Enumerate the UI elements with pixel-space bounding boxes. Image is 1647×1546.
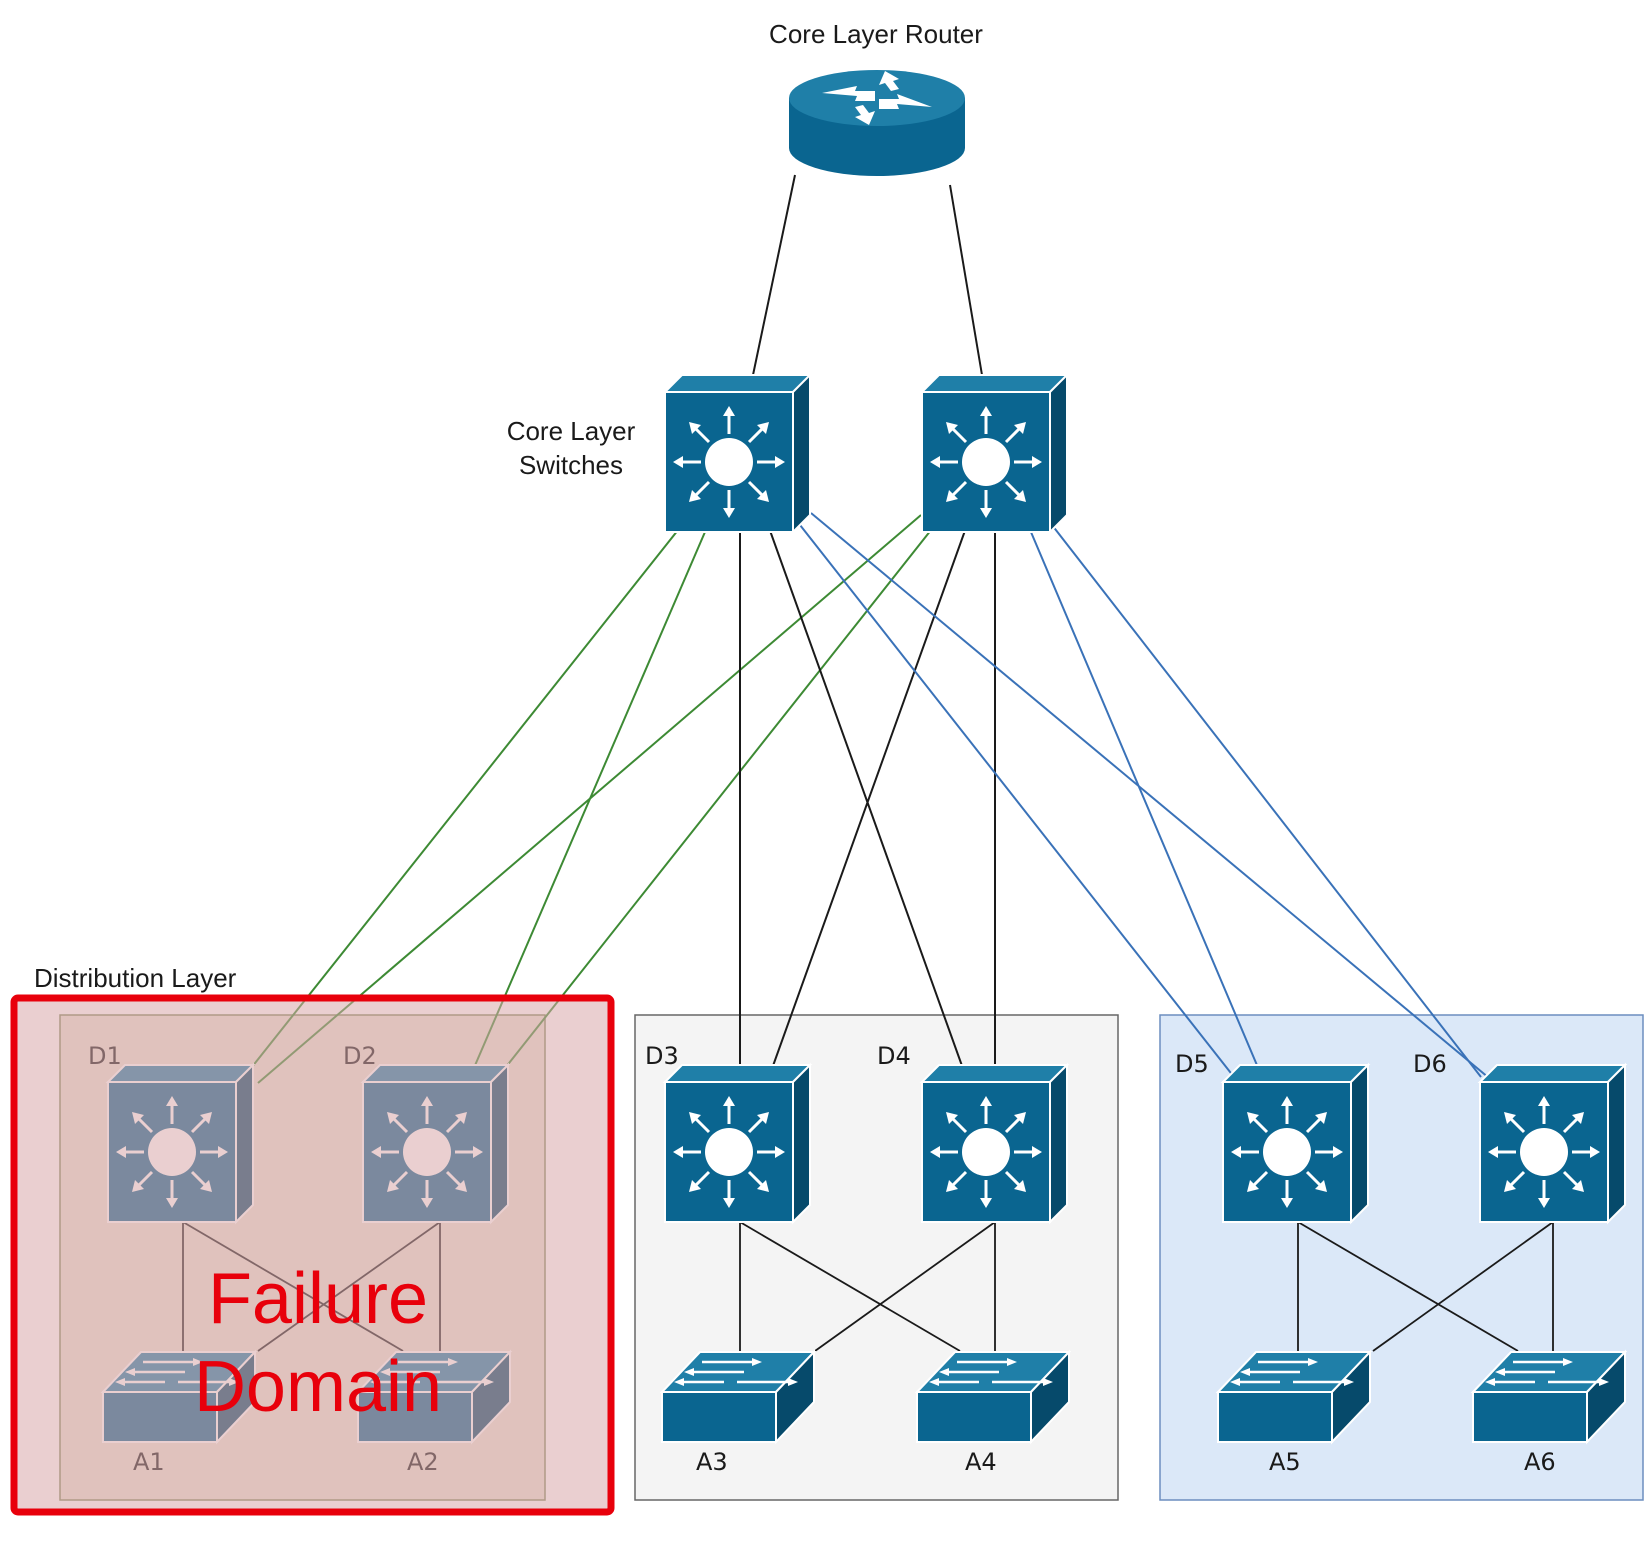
distribution-switch-d4-icon bbox=[920, 1063, 1069, 1224]
node-label-d5: D5 bbox=[1175, 1050, 1209, 1078]
node-label-d4: D4 bbox=[877, 1042, 911, 1070]
node-label-a5: A5 bbox=[1269, 1448, 1301, 1476]
core-router-icon bbox=[789, 70, 965, 176]
failure-domain-label-line1: Failure bbox=[208, 1259, 428, 1339]
distribution-layer-label: Distribution Layer bbox=[34, 963, 237, 993]
black-links bbox=[739, 524, 996, 1078]
failure-domain-box bbox=[10, 994, 615, 1516]
node-label-a3: A3 bbox=[696, 1448, 728, 1476]
distribution-switch-d3-icon bbox=[663, 1063, 812, 1224]
green-links bbox=[243, 514, 936, 1084]
router-uplinks bbox=[752, 174, 983, 376]
core-switch-right-icon bbox=[920, 373, 1069, 534]
node-label-a4: A4 bbox=[965, 1448, 997, 1476]
core-switch-left-icon bbox=[663, 373, 812, 534]
node-label-d3: D3 bbox=[645, 1042, 679, 1070]
node-label-a6: A6 bbox=[1524, 1448, 1556, 1476]
core-switches-label-line1: Core Layer bbox=[507, 416, 636, 446]
core-switches-label-line2: Switches bbox=[519, 450, 623, 480]
core-router-label: Core Layer Router bbox=[769, 19, 983, 49]
failure-domain-label-line2: Domain bbox=[194, 1347, 442, 1427]
distribution-switch-d5-icon bbox=[1221, 1063, 1370, 1224]
distribution-switch-d6-icon bbox=[1478, 1063, 1627, 1224]
blue-links bbox=[799, 512, 1496, 1084]
node-label-d6: D6 bbox=[1413, 1050, 1447, 1078]
